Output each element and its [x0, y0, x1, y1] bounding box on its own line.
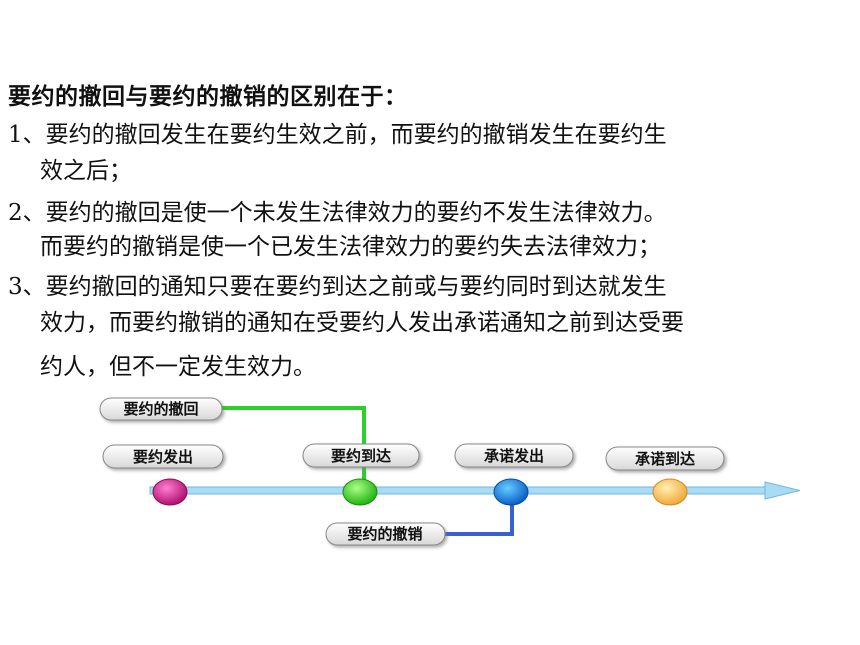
heading: 要约的撤回与要约的撤销的区别在于： [8, 84, 408, 110]
withdrawal-label-text: 要约的撤回 [123, 400, 198, 418]
offer-sent-label-text: 要约发出 [133, 448, 193, 466]
withdrawal-label [99, 397, 223, 421]
acceptance-sent-label [454, 443, 574, 468]
acceptance-sent-dot [493, 478, 529, 506]
offer-arrive-label-text: 要约到达 [331, 447, 391, 465]
point-3-continuation: 约人，但不一定发生效力。 [40, 354, 316, 380]
acceptance-arrive-label-text: 承诺到达 [635, 450, 695, 468]
revocation-label [325, 522, 446, 546]
offer-sent-dot [152, 478, 188, 506]
revocation-label-text: 要约的撤销 [347, 525, 422, 543]
offer-sent-label [102, 444, 224, 469]
point-2-continuation: 而要约的撤销是使一个已发生法律效力的要约失去法律效力； [40, 234, 661, 260]
point-number: 3、 [8, 274, 46, 300]
point-text: 要约撤回的通知只要在要约到达之前或与要约同时到达就发生 [45, 274, 667, 300]
point-3: 3、要约撤回的通知只要在要约到达之前或与要约同时到达就发生 [8, 270, 853, 304]
point-number: 2、 [8, 200, 46, 226]
acceptance-sent-label-text: 承诺发出 [484, 447, 544, 465]
offer-arrive-dot [342, 478, 378, 506]
point-text: 要约的撤回是使一个未发生法律效力的要约不发生法律效力。 [45, 200, 667, 226]
revocation-connector [445, 492, 514, 536]
point-2: 2、要约的撤回是使一个未发生法律效力的要约不发生法律效力。 [8, 196, 853, 230]
acceptance-arrive-label [605, 446, 725, 471]
point-3-continuation: 效力，而要约撤销的通知在受要约人发出承诺通知之前到达受要 [40, 310, 684, 336]
offer-arrive-label [302, 443, 420, 468]
point-1: 1、要约的撤回发生在要约生效之前，而要约的撤销发生在要约生 [8, 118, 853, 152]
acceptance-arrive-dot [652, 478, 688, 506]
point-number: 1、 [8, 122, 46, 148]
point-text: 要约的撤回发生在要约生效之前，而要约的撤销发生在要约生 [45, 122, 667, 148]
point-1-continuation: 效之后； [40, 158, 132, 184]
timeline-arrow-icon [764, 481, 801, 500]
